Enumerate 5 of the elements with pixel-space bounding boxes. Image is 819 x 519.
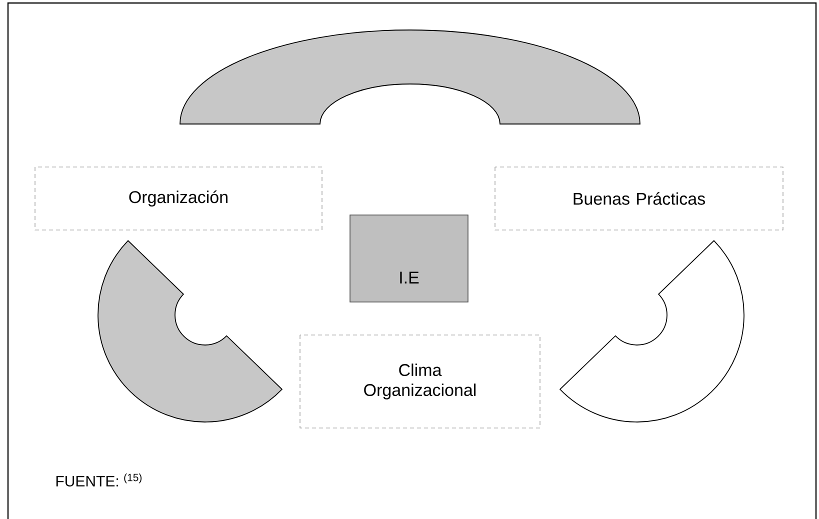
label-box: Organización bbox=[34, 166, 322, 230]
center-box: I.E bbox=[350, 214, 468, 302]
label-box: Buenas Prácticas bbox=[494, 166, 784, 230]
source-note: FUENTE: $^{(15)}$ bbox=[56, 474, 142, 486]
label-box: Clima Organizacional bbox=[300, 334, 540, 428]
